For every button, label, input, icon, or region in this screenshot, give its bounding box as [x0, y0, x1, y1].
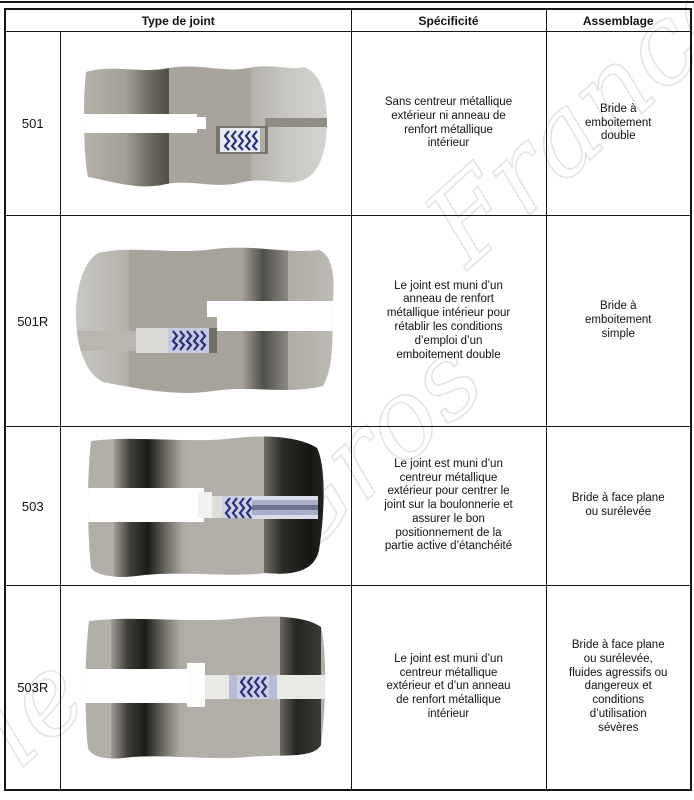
- joint-code-501R: 501R: [4, 215, 61, 427]
- joint-types-table: Type de joint Spécificité Assemblage 501: [4, 8, 692, 791]
- joint-code-501: 501: [4, 31, 61, 216]
- specificite-501R: Le joint est muni d’un anneau de renfort…: [350, 215, 547, 427]
- joint-501R-cross-section-diagram: [75, 247, 334, 393]
- joint-code-503: 503: [4, 426, 61, 586]
- joint-503R-cross-section-diagram: [85, 616, 326, 759]
- joint-code-503R: 503R: [4, 585, 61, 790]
- diagram-cell-501R: [59, 215, 352, 427]
- table-row-503: 503: [4, 426, 692, 586]
- table-row-501: 501: [4, 31, 692, 216]
- diagram-cell-503R: [59, 585, 352, 790]
- flange-cross-section: [85, 616, 326, 759]
- table-row-503R: 503R: [4, 585, 692, 790]
- assemblage-503R: Bride à face plane ou surélevée, fluides…: [545, 585, 692, 790]
- header-specificite: Spécificité: [350, 8, 547, 32]
- diagram-cell-503: [59, 426, 352, 586]
- assemblage-503: Bride à face plane ou surélevée: [545, 426, 692, 586]
- specificite-501: Sans centreur métallique extérieur ni an…: [350, 31, 547, 216]
- page-top-rule: [0, 1, 694, 3]
- specificite-503: Le joint est muni d’un centreur métalliq…: [350, 426, 547, 586]
- assemblage-501R: Bride à emboitement simple: [545, 215, 692, 427]
- assemblage-501: Bride à emboitement double: [545, 31, 692, 216]
- flange-cross-section: [75, 247, 334, 393]
- joint-501-cross-section-diagram: [83, 65, 327, 186]
- diagram-cell-501: [59, 31, 352, 216]
- spiral-wound-gasket: [224, 497, 252, 519]
- header-row: Type de joint Spécificité Assemblage: [4, 8, 692, 32]
- spiral-wound-gasket: [223, 129, 258, 151]
- specificite-503R: Le joint est muni d’un centreur métalliq…: [350, 585, 547, 790]
- spiral-wound-gasket: [171, 330, 207, 351]
- header-assemblage: Assemblage: [545, 8, 692, 32]
- header-type-de-joint: Type de joint: [4, 8, 352, 32]
- spiral-wound-gasket: [239, 676, 268, 698]
- flange-cross-section: [83, 65, 327, 186]
- flange-cross-section: [87, 436, 324, 577]
- joint-503-cross-section-diagram: [87, 436, 324, 577]
- outer-centering-ring: [251, 496, 318, 519]
- table-row-501R: 501R: [4, 215, 692, 427]
